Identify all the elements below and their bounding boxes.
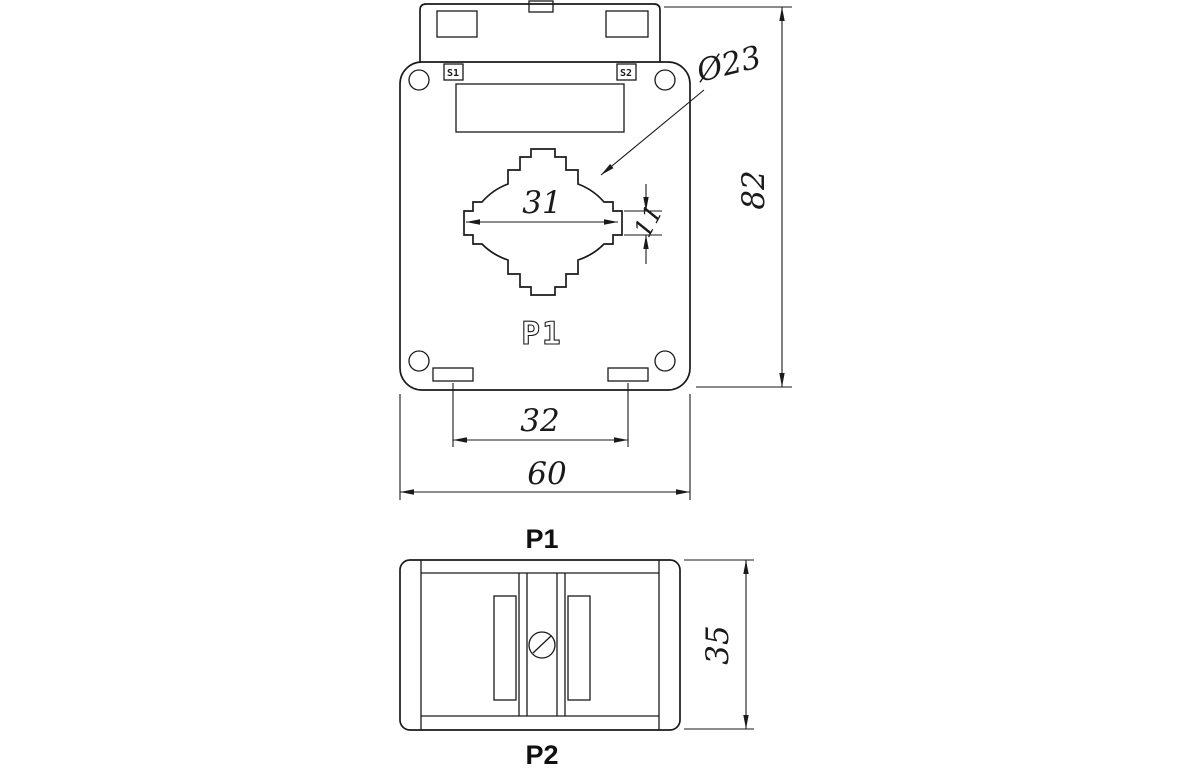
mounting-hole-bottom-right	[654, 350, 676, 372]
dim-window-width-text: 31	[522, 185, 561, 221]
bottom-view-p2-label: P2	[525, 740, 558, 770]
dim-overall-height: 82	[664, 6, 792, 388]
din-mount-tab	[419, 0, 661, 62]
dim-slot-height: 11	[624, 184, 669, 264]
terminal-s1-label: S1	[447, 68, 459, 79]
ct-body-outline	[399, 61, 691, 391]
dim-window-width: 31	[466, 185, 618, 225]
clamp-bar-left	[493, 595, 517, 701]
bottom-slot-right	[607, 367, 649, 382]
bottom-view: P1 35 P2	[399, 524, 754, 770]
terminal-block: S1 S2	[443, 63, 637, 133]
dim-depth-text: 35	[700, 625, 736, 664]
clamp-screw	[528, 631, 556, 659]
clamp-bar-right	[567, 595, 591, 701]
terminal-s1-box	[443, 63, 464, 81]
dim-overall-height-text: 82	[736, 170, 772, 209]
tab-slot-left	[436, 10, 478, 38]
terminal-cover	[455, 83, 625, 133]
center-clamp-channel	[493, 573, 591, 716]
tab-slot-right	[605, 10, 649, 38]
aperture-leader-line	[600, 89, 705, 176]
terminal-s2-box	[616, 63, 637, 81]
mounting-hole-bottom-left	[408, 350, 430, 372]
dim-overall-width: 60	[399, 394, 691, 500]
dim-aperture-diameter-text: Ø23	[692, 39, 765, 90]
mounting-hole-top-right	[654, 69, 676, 91]
dim-depth: 35	[684, 559, 754, 730]
dim-overall-width-text: 60	[527, 456, 566, 492]
aperture-outline	[463, 148, 623, 296]
side-body-outline	[399, 559, 681, 731]
clamp-screw-slot	[532, 635, 552, 654]
bottom-view-p1-label: P1	[525, 524, 558, 554]
tab-latch	[528, 0, 554, 13]
bottom-slot-left	[432, 367, 474, 382]
dim-slot-spacing: 32	[452, 383, 629, 447]
mounting-hole-top-left	[408, 69, 430, 91]
front-view: S1 S2 31 Ø23 11 P1	[399, 0, 792, 500]
front-polarity-label: P1	[521, 316, 562, 352]
terminal-s2-label: S2	[620, 68, 632, 79]
tab-outline	[419, 3, 661, 62]
dim-slot-spacing-text: 32	[520, 403, 559, 439]
dim-aperture-diameter: Ø23	[600, 39, 765, 176]
